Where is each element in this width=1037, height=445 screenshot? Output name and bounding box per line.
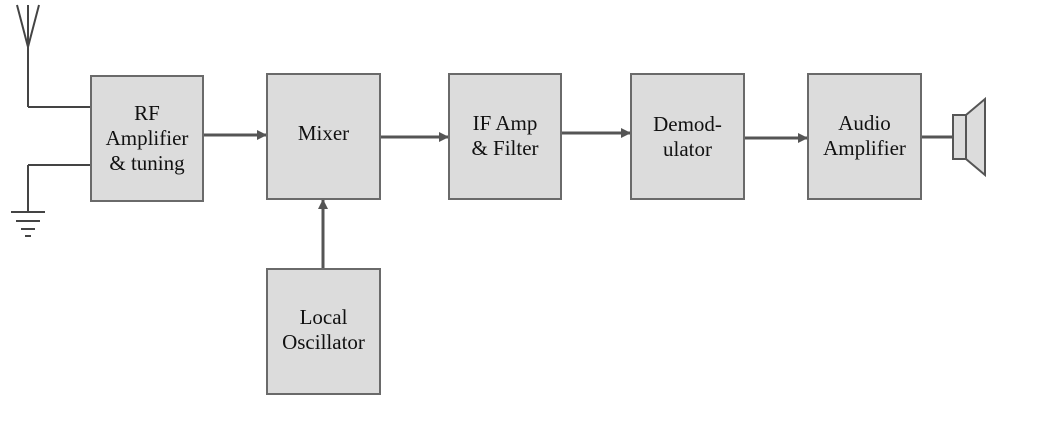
audio-amplifier-block: Audio Amplifier: [807, 73, 922, 200]
ground-icon: [11, 165, 45, 237]
if-amp-filter-label: IF Amp & Filter: [471, 111, 538, 161]
if-amp-filter-block: IF Amp & Filter: [448, 73, 562, 200]
audio-amplifier-label: Audio Amplifier: [823, 111, 906, 161]
local-oscillator-label: Local Oscillator: [282, 305, 365, 355]
demodulator-label: Demod- ulator: [653, 112, 722, 162]
rf-amplifier-block: RF Amplifier & tuning: [90, 75, 204, 202]
rf-amplifier-label-line: Amplifier: [105, 126, 189, 150]
local-oscillator-label-line: Oscillator: [282, 329, 365, 354]
rf-amplifier-label: RF Amplifier & tuning: [106, 101, 189, 176]
audio-amplifier-label-line: Amplifier: [823, 135, 906, 160]
if-amp-filter-label-line: & Filter: [471, 135, 539, 160]
mixer-block: Mixer: [266, 73, 381, 200]
demodulator-block: Demod- ulator: [630, 73, 745, 200]
speaker-icon: [952, 96, 986, 178]
mixer-label-line: Mixer: [297, 121, 350, 145]
antenna-icon: [16, 4, 40, 107]
if-amp-filter-label-line: IF Amp: [472, 110, 538, 135]
rf-amplifier-label-line: RF: [134, 101, 160, 125]
local-oscillator-label-line: Local: [299, 304, 348, 329]
local-oscillator-block: Local Oscillator: [266, 268, 381, 395]
rf-amplifier-label-line: & tuning: [109, 151, 185, 175]
audio-amplifier-label-line: Audio: [838, 110, 891, 135]
demodulator-label-line: Demod-: [653, 111, 722, 136]
mixer-label: Mixer: [298, 121, 349, 146]
demodulator-label-line: ulator: [663, 136, 712, 161]
